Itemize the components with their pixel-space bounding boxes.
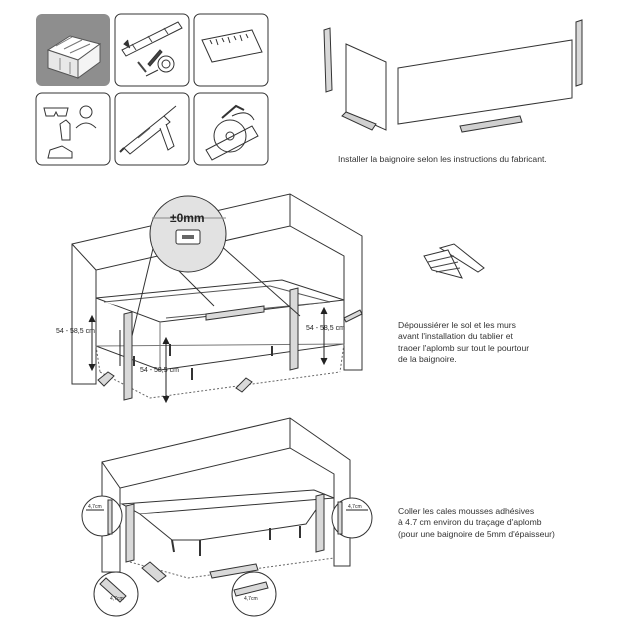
ruler-icon bbox=[193, 13, 269, 87]
height-arrows bbox=[88, 306, 328, 404]
left-post bbox=[323, 27, 333, 93]
detail-circle-bottom-left bbox=[93, 571, 139, 617]
height-label-left: 54 - 58,5 cm bbox=[56, 328, 95, 335]
foam-pad-posts bbox=[125, 493, 325, 583]
install-caption: Installer la baignoire selon les instruc… bbox=[338, 154, 547, 164]
offset-label-right: 4,7cm bbox=[348, 504, 362, 510]
height-label-right: 54 - 58,5 cm bbox=[306, 325, 345, 332]
short-rail bbox=[341, 111, 377, 131]
dust-caption-line: de la baignoire. bbox=[398, 353, 457, 364]
bathtub bbox=[120, 489, 335, 556]
detail-circle-left bbox=[81, 495, 123, 537]
height-label-center: 54 - 58,5 cm bbox=[140, 367, 179, 374]
right-post bbox=[575, 19, 583, 87]
walls bbox=[71, 193, 363, 385]
glue-caption-line: Coller les cales mousses adhésives bbox=[398, 506, 535, 516]
offset-label-left: 4,7cm bbox=[88, 504, 102, 510]
dotted-plumb-line bbox=[95, 343, 345, 399]
level-tools bbox=[97, 287, 363, 401]
dust-caption-line: Dépoussiérer le sol et les murs bbox=[398, 320, 516, 330]
glue-caption-line: (pour une baignoire de 5mm d'épaisseur) bbox=[398, 528, 555, 539]
offset-label-bottom-right: 4,7cm bbox=[244, 596, 258, 602]
detail-circle-bottom-right bbox=[231, 571, 277, 617]
detail-circle-right bbox=[331, 497, 373, 539]
dust-caption-line: traoer l'aplomb sur tout le pourtour bbox=[398, 342, 530, 353]
tool-grid bbox=[35, 13, 269, 166]
panel-parts bbox=[323, 19, 583, 133]
caulk-gun-icon bbox=[114, 92, 190, 166]
level-and-tape-icon bbox=[114, 13, 190, 87]
toolbox-icon bbox=[36, 14, 110, 86]
long-panel bbox=[397, 39, 573, 125]
glue-caption: Coller les cales mousses adhésives à 4.7… bbox=[398, 506, 555, 540]
dust-caption-line: avant l'installation du tablier et bbox=[398, 331, 513, 342]
glue-caption-line: à 4.7 cm environ du traçage d'aplomb bbox=[398, 517, 542, 528]
short-panel bbox=[345, 43, 387, 131]
bathtub bbox=[95, 279, 345, 380]
foam-pads-diagram: 4,7cm 4,7cm 4,7cm 4,7cm bbox=[81, 417, 373, 617]
tub-plumb-diagram: ±0mm 54 - 58,5 cm 54 - 58,5 cm 54 - 58,5… bbox=[56, 193, 363, 404]
offset-label-bottom-left: 4,7cm bbox=[110, 596, 124, 602]
level-label: ±0mm bbox=[170, 211, 205, 225]
safety-gear-icon bbox=[35, 92, 111, 166]
dust-caption: Dépoussiérer le sol et les murs avant l'… bbox=[398, 320, 529, 365]
brush-icon bbox=[423, 243, 485, 279]
long-rail bbox=[459, 115, 523, 133]
circular-saw-icon bbox=[193, 92, 269, 166]
magnifier-callout bbox=[131, 195, 301, 337]
